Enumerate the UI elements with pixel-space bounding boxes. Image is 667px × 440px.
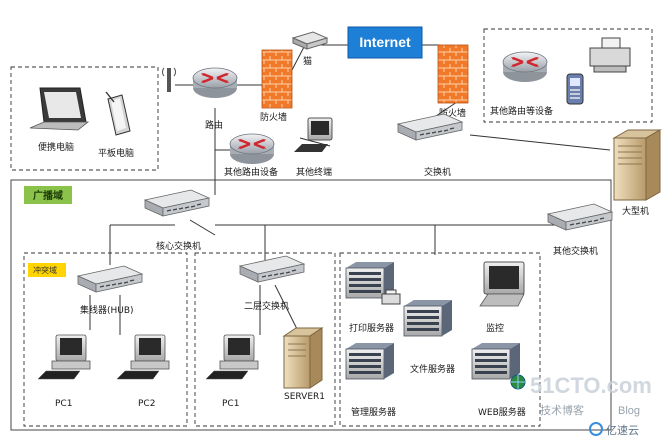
broadcast-domain-box xyxy=(10,179,612,431)
mgmt-server-label: 管理服务器 xyxy=(351,406,396,418)
mgmt-server-icon xyxy=(345,342,395,380)
printer-small-icon xyxy=(381,289,401,305)
modem-icon xyxy=(291,31,329,50)
modem-label: 猫 xyxy=(303,55,312,67)
tablet-label: 平板电脑 xyxy=(98,147,134,159)
pc2-icon xyxy=(116,334,170,380)
other-router-icon xyxy=(228,132,276,166)
monitor-icon xyxy=(479,261,525,307)
hub-label: 集线器(HUB) xyxy=(80,304,134,316)
globe-icon xyxy=(510,374,526,390)
router-icon xyxy=(191,66,239,100)
watermark-site: 51CTO.com xyxy=(530,373,652,398)
firewall-left-label: 防火墙 xyxy=(260,111,287,123)
other-router-top-label: 其他路由等设备 xyxy=(490,105,553,117)
web-server-label: WEB服务器 xyxy=(478,406,526,418)
watermark-blog: Blog xyxy=(618,405,640,417)
mainframe-icon xyxy=(612,129,662,201)
mobile-phone-icon xyxy=(566,73,584,105)
laptop-label: 便携电脑 xyxy=(38,141,74,153)
tablet-icon xyxy=(105,91,131,136)
other-router-top-icon xyxy=(501,50,549,84)
server1-label: SERVER1 xyxy=(284,392,325,402)
pc1-collision-label: PC1 xyxy=(55,399,72,409)
watermark: 51CTO.com 技术博客 Blog 亿速云 xyxy=(530,373,652,437)
l2-switch-label: 二层交换机 xyxy=(244,300,289,312)
l2-switch-icon xyxy=(239,255,305,283)
hub-icon xyxy=(77,265,143,293)
other-terminal-icon xyxy=(294,117,333,152)
laptop-icon xyxy=(29,87,90,131)
pc2-label: PC2 xyxy=(138,399,155,409)
collision-domain-tag xyxy=(28,263,66,277)
pc1-switch-icon xyxy=(205,334,259,380)
printer-icon xyxy=(589,37,631,73)
internet-cloud xyxy=(347,26,423,59)
print-server-label: 打印服务器 xyxy=(349,322,394,334)
mobile-devices-box xyxy=(10,66,159,171)
core-switch-label: 核心交换机 xyxy=(156,240,201,252)
top-switch-label: 交换机 xyxy=(424,166,451,178)
other-switch-label: 其他交换机 xyxy=(553,245,598,257)
firewall-right-icon xyxy=(437,44,469,104)
other-switch-icon xyxy=(547,203,613,231)
pc1-switch-label: PC1 xyxy=(222,399,239,409)
mainframe-label: 大型机 xyxy=(622,205,649,217)
monitor-label: 监控 xyxy=(486,322,504,334)
internet-label: Internet xyxy=(359,34,411,50)
router-label: 路由 xyxy=(205,119,223,131)
broadcast-domain-label: 广播域 xyxy=(33,189,63,202)
file-server-label: 文件服务器 xyxy=(410,363,455,375)
other-terminal-label: 其他终端 xyxy=(296,166,332,178)
firewall-left-icon xyxy=(261,49,293,109)
wifi-antenna-icon xyxy=(162,67,176,92)
other-router-label: 其他路由设备 xyxy=(224,166,278,178)
core-switch-icon xyxy=(144,189,210,217)
top-switch-icon xyxy=(397,113,463,141)
server-group-box xyxy=(339,252,541,427)
collision-domain-label: 冲突域 xyxy=(33,265,57,275)
web-server-icon xyxy=(471,342,521,380)
broadcast-domain-tag xyxy=(24,186,72,204)
pc1-collision-icon xyxy=(37,334,91,380)
other-devices-box xyxy=(483,28,653,123)
brand-logo-icon xyxy=(589,422,603,436)
watermark-brand: 亿速云 xyxy=(606,424,639,437)
watermark-sub: 技术博客 xyxy=(540,403,584,417)
file-server-icon xyxy=(403,299,453,337)
server1-icon xyxy=(282,327,324,389)
